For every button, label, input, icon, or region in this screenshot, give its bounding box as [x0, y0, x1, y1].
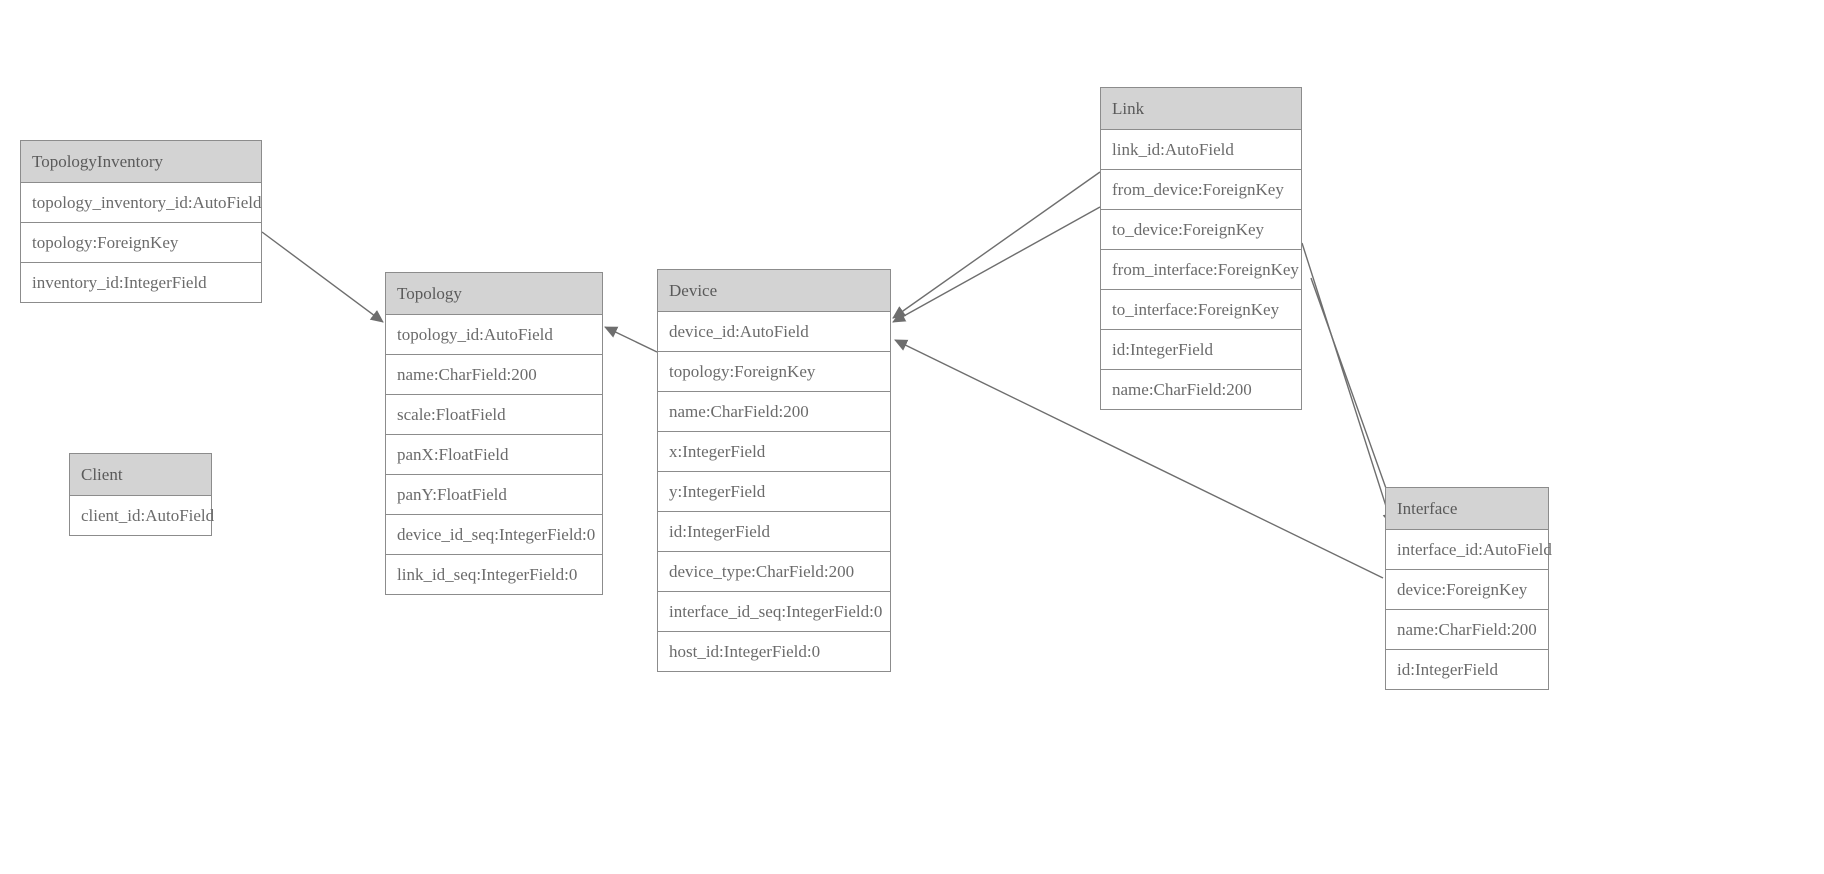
relationship-edge — [892, 206, 1101, 323]
field-row[interactable]: id:IntegerField — [1386, 650, 1548, 689]
entity-topology-inventory[interactable]: TopologyInventory topology_inventory_id:… — [20, 140, 262, 303]
entity-title: Client — [70, 454, 211, 496]
field-row[interactable]: scale:FloatField — [386, 395, 602, 435]
field-row[interactable]: to_device:ForeignKey — [1101, 210, 1301, 250]
entity-field-list: device_id:AutoField topology:ForeignKey … — [658, 312, 890, 671]
entity-title: Device — [658, 270, 890, 312]
field-row[interactable]: panX:FloatField — [386, 435, 602, 475]
entity-title: Interface — [1386, 488, 1548, 530]
field-row[interactable]: panY:FloatField — [386, 475, 602, 515]
field-row[interactable]: client_id:AutoField — [70, 496, 214, 535]
entity-device[interactable]: Device device_id:AutoField topology:Fore… — [657, 269, 891, 672]
field-row[interactable]: interface_id:AutoField — [1386, 530, 1552, 570]
field-row[interactable]: topology_inventory_id:AutoField — [21, 183, 262, 223]
field-row[interactable]: from_device:ForeignKey — [1101, 170, 1301, 210]
field-row[interactable]: device:ForeignKey — [1386, 570, 1548, 610]
field-row[interactable]: to_interface:ForeignKey — [1101, 290, 1301, 330]
field-row[interactable]: topology:ForeignKey — [658, 352, 890, 392]
entity-field-list: topology_id:AutoField name:CharField:200… — [386, 315, 602, 594]
entity-field-list: interface_id:AutoField device:ForeignKey… — [1386, 530, 1552, 689]
field-row[interactable]: id:IntegerField — [658, 512, 890, 552]
entity-topology[interactable]: Topology topology_id:AutoField name:Char… — [385, 272, 603, 595]
relationship-edge — [1301, 242, 1395, 526]
field-row[interactable]: id:IntegerField — [1101, 330, 1301, 370]
field-row[interactable]: device_id:AutoField — [658, 312, 890, 352]
field-row[interactable]: link_id_seq:IntegerField:0 — [386, 555, 602, 594]
relationship-edge — [261, 231, 384, 323]
field-row[interactable]: topology_id:AutoField — [386, 315, 602, 355]
entity-title: Link — [1101, 88, 1301, 130]
entity-field-list: link_id:AutoField from_device:ForeignKey… — [1101, 130, 1301, 409]
field-row[interactable]: y:IntegerField — [658, 472, 890, 512]
relationship-edge — [604, 326, 658, 353]
field-row[interactable]: name:CharField:200 — [1101, 370, 1301, 409]
field-row[interactable]: name:CharField:200 — [1386, 610, 1548, 650]
field-row[interactable]: x:IntegerField — [658, 432, 890, 472]
entity-client[interactable]: Client client_id:AutoField — [69, 453, 214, 536]
entity-field-list: client_id:AutoField — [70, 496, 214, 535]
entity-title: TopologyInventory — [21, 141, 261, 183]
entity-title: Topology — [386, 273, 602, 315]
field-row[interactable]: inventory_id:IntegerField — [21, 263, 261, 302]
entity-link[interactable]: Link link_id:AutoField from_device:Forei… — [1100, 87, 1302, 410]
entity-field-list: topology_inventory_id:AutoField topology… — [21, 183, 262, 302]
field-row[interactable]: name:CharField:200 — [658, 392, 890, 432]
relationship-edge — [892, 171, 1101, 319]
field-row[interactable]: device_type:CharField:200 — [658, 552, 890, 592]
field-row[interactable]: name:CharField:200 — [386, 355, 602, 395]
field-row[interactable]: interface_id_seq:IntegerField:0 — [658, 592, 890, 632]
field-row[interactable]: host_id:IntegerField:0 — [658, 632, 890, 671]
field-row[interactable]: from_interface:ForeignKey — [1101, 250, 1301, 290]
field-row[interactable]: topology:ForeignKey — [21, 223, 261, 263]
entity-interface[interactable]: Interface interface_id:AutoField device:… — [1385, 487, 1552, 690]
field-row[interactable]: device_id_seq:IntegerField:0 — [386, 515, 602, 555]
field-row[interactable]: link_id:AutoField — [1101, 130, 1301, 170]
relationship-edge — [1310, 277, 1400, 523]
